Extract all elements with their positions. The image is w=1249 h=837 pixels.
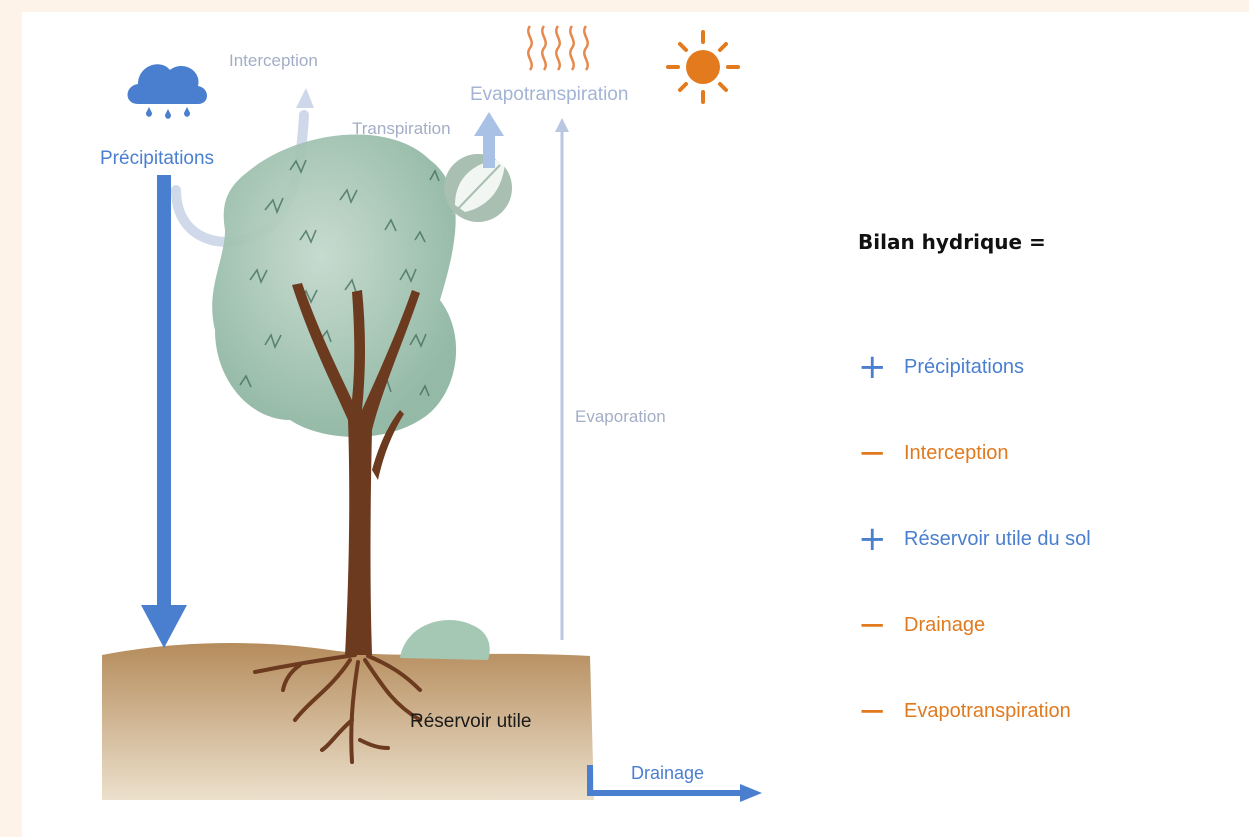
- minus-icon: −: [858, 605, 887, 645]
- formula-term-precipitations: + Précipitations: [858, 324, 1218, 410]
- tree-icon: [212, 134, 457, 764]
- transpiration-label: Transpiration: [352, 119, 451, 138]
- evaporation-label: Evaporation: [575, 407, 666, 426]
- rain-cloud-icon: [127, 64, 207, 119]
- water-balance-formula: Bilan hydrique = + Précipitations − Inte…: [858, 230, 1218, 754]
- formula-term-drainage: − Drainage: [858, 582, 1218, 668]
- leaf-icon: [444, 154, 512, 222]
- term-label: Précipitations: [904, 355, 1025, 378]
- small-bush: [400, 620, 490, 660]
- sun-icon: [666, 30, 740, 104]
- evaporation-arrow: [555, 118, 569, 640]
- term-label: Réservoir utile du sol: [904, 527, 1091, 550]
- formula-term-reservoir: + Réservoir utile du sol: [858, 496, 1218, 582]
- reservoir-label: Réservoir utile: [410, 711, 531, 732]
- formula-title: Bilan hydrique =: [858, 230, 1046, 254]
- plus-icon: +: [858, 347, 887, 387]
- formula-term-interception: − Interception: [858, 410, 1218, 496]
- precipitation-arrow: [141, 175, 187, 648]
- minus-icon: −: [858, 433, 887, 473]
- precipitations-label: Précipitations: [100, 148, 214, 169]
- term-label: Evapotranspiration: [904, 699, 1071, 722]
- drainage-arrow: [587, 765, 762, 802]
- transpiration-arrow: [474, 112, 504, 168]
- term-label: Interception: [904, 441, 1009, 464]
- term-label: Drainage: [904, 613, 986, 636]
- drainage-label: Drainage: [631, 763, 704, 783]
- evapotranspiration-label: Evapotranspiration: [470, 84, 628, 105]
- plus-icon: +: [858, 519, 887, 559]
- formula-term-evapotranspiration: − Evapotranspiration: [858, 668, 1218, 754]
- heat-waves-icon: [527, 25, 589, 71]
- minus-icon: −: [858, 691, 887, 731]
- interception-label: Interception: [229, 51, 318, 70]
